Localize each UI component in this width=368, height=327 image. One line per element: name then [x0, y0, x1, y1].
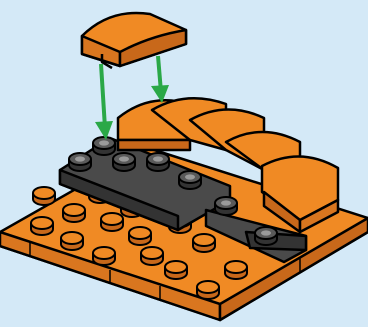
new-curved-slope-brick	[82, 13, 186, 68]
